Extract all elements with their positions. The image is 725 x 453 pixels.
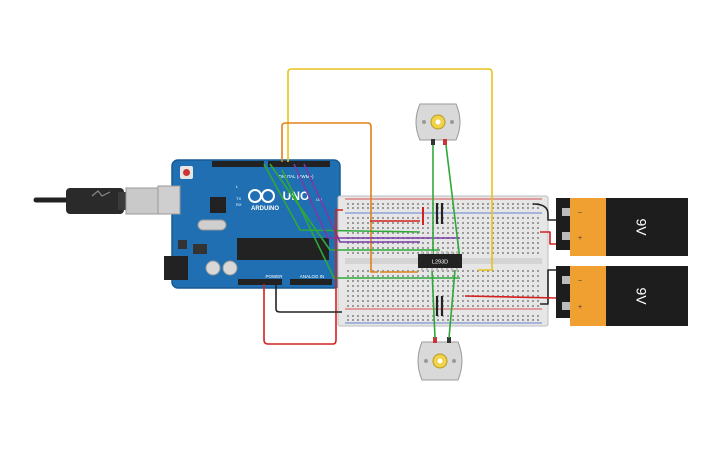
battery-2[interactable]: − + 9V <box>556 266 688 326</box>
battery-2-label: 9V <box>633 287 649 305</box>
wire-red-battery-1 <box>540 231 556 245</box>
wire-green-1 <box>263 163 421 233</box>
wire-green-motor-bottom-1 <box>431 269 436 339</box>
wire-black-battery-1 <box>532 203 556 221</box>
wire-red-5v <box>263 209 343 345</box>
dc-motor-bottom[interactable] <box>417 337 463 381</box>
analog-header-label: ANALOG IN <box>300 274 325 279</box>
wire-green-3 <box>281 169 460 279</box>
wire-black-battery-2 <box>540 269 556 305</box>
l293d-chip[interactable]: L293D <box>418 251 462 271</box>
power-jack <box>164 256 188 280</box>
battery-1-plus: + <box>578 235 582 242</box>
on-label: ON <box>316 197 322 202</box>
rx-label: RX <box>236 202 242 207</box>
usb-jack <box>157 185 181 215</box>
wires <box>263 68 557 345</box>
atmega-chip <box>237 238 329 260</box>
dc-motor-top[interactable] <box>415 103 461 145</box>
wire-purple-1 <box>293 163 460 239</box>
wire-green-2 <box>269 163 440 251</box>
usb-cable <box>33 187 161 215</box>
wire-orange <box>281 122 378 273</box>
tx-label: TX <box>236 196 241 201</box>
chip-label: L293D <box>432 260 448 266</box>
wire-red-battery-2 <box>464 295 557 299</box>
arduino-brand: ARDUINO <box>251 206 279 212</box>
wire-yellow <box>287 68 493 271</box>
battery-2-minus: − <box>578 278 582 285</box>
l-label: L <box>236 184 239 189</box>
wire-black-gnd <box>275 284 342 313</box>
battery-1-minus: − <box>578 210 582 217</box>
arduino-logo-icon <box>248 189 275 203</box>
wire-purple-2 <box>303 163 420 243</box>
digital-header-label: DIGITAL (PWM~) <box>279 174 314 179</box>
power-header-label: POWER <box>265 274 283 279</box>
battery-1[interactable]: − + 9V <box>556 198 688 256</box>
wire-green-motor-bottom-2 <box>448 269 456 339</box>
wire-green-motor-top-2 <box>445 144 461 261</box>
battery-1-label: 9V <box>633 218 649 236</box>
arduino-uno-board[interactable]: ARDUINO UNO DIGITAL (PWM~) POWER ANALOG … <box>157 159 341 289</box>
battery-2-plus: + <box>578 304 582 311</box>
